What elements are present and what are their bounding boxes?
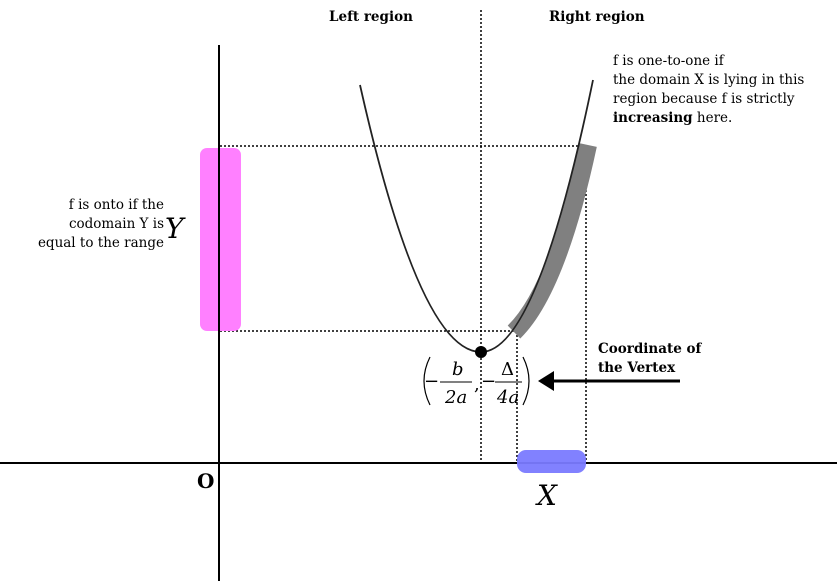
one-to-one-note: f is one-to-one if the domain X is lying… xyxy=(613,52,804,128)
codomain-label: Y xyxy=(165,212,186,245)
left-region-label: Left region xyxy=(329,9,413,25)
one-to-one-line: region because f is strictly xyxy=(613,91,795,107)
domain-bar xyxy=(517,450,586,473)
y-denominator: 4a xyxy=(496,387,519,408)
comma: , xyxy=(474,374,480,395)
vertex-note-line: the Vertex xyxy=(598,360,676,376)
one-to-one-tail: here. xyxy=(692,110,733,126)
onto-note-line: f is onto if the xyxy=(68,197,164,213)
parabola-curve xyxy=(359,79,594,353)
increasing-word: increasing xyxy=(613,110,693,126)
right-region-label: Right region xyxy=(549,9,645,25)
origin-label: O xyxy=(197,469,214,493)
vertex-point xyxy=(475,346,487,358)
one-to-one-line: the domain X is lying in this xyxy=(613,72,805,88)
codomain-bar xyxy=(200,148,241,331)
domain-label: X xyxy=(535,479,558,512)
onto-note: f is onto if the codomain Y is equal to … xyxy=(30,196,164,253)
one-to-one-line: f is one-to-one if xyxy=(613,53,724,69)
y-numerator: Δ xyxy=(501,359,514,380)
x-numerator: b xyxy=(452,359,464,380)
vertex-formula: − b 2a , − Δ 4a xyxy=(423,356,530,408)
vertex-note-line: Coordinate of xyxy=(598,341,702,357)
minus-sign-2: − xyxy=(481,371,496,392)
vertex-note: Coordinate of the Vertex xyxy=(598,340,701,378)
x-denominator: 2a xyxy=(444,387,467,408)
onto-note-line: equal to the range xyxy=(37,235,164,251)
minus-sign: − xyxy=(424,371,439,392)
onto-note-line: codomain Y is xyxy=(68,216,164,232)
increasing-band xyxy=(507,143,597,339)
vertex-arrow xyxy=(538,371,680,391)
